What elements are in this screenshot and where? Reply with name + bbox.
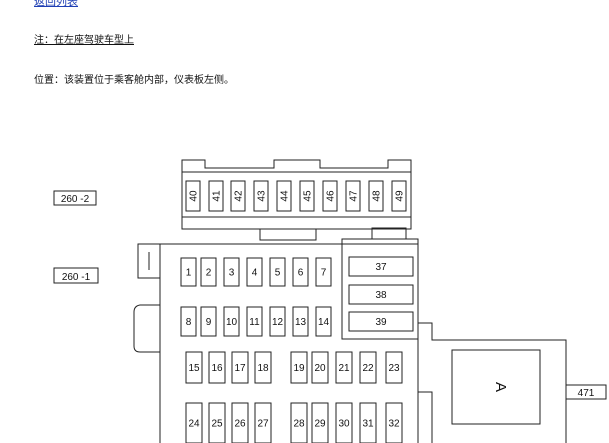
svg-text:38: 38 <box>375 290 387 301</box>
fuse-11: 11 <box>246 306 263 337</box>
svg-text:42: 42 <box>234 190 245 202</box>
fuse-24: 24 <box>185 402 203 443</box>
fuse-16: 16 <box>208 351 226 384</box>
svg-text:14: 14 <box>318 317 330 328</box>
fuse-46: 46 <box>322 180 338 212</box>
fuse-41: 41 <box>208 180 224 212</box>
svg-text:2: 2 <box>206 268 212 279</box>
svg-text:10: 10 <box>226 317 238 328</box>
fuse-19: 19 <box>290 351 308 384</box>
fuse-43: 43 <box>253 180 269 212</box>
svg-text:26: 26 <box>234 419 246 430</box>
svg-text:40: 40 <box>189 190 200 202</box>
connector-label-471: 471 <box>578 388 595 399</box>
fuse-13: 13 <box>292 306 309 337</box>
fuse-25: 25 <box>208 402 226 443</box>
svg-text:46: 46 <box>326 190 337 202</box>
fuse-15: 15 <box>185 351 203 384</box>
fuse-7: 7 <box>315 257 332 287</box>
svg-text:16: 16 <box>211 363 223 374</box>
svg-text:8: 8 <box>186 317 192 328</box>
fuse-30: 30 <box>335 402 353 443</box>
svg-text:1: 1 <box>186 268 192 279</box>
svg-text:11: 11 <box>249 317 260 328</box>
fuse-29: 29 <box>311 402 329 443</box>
svg-text:45: 45 <box>303 190 314 202</box>
fuse-31: 31 <box>359 402 377 443</box>
fuse-6: 6 <box>292 257 309 287</box>
svg-text:20: 20 <box>314 363 326 374</box>
fuse-10: 10 <box>223 306 240 337</box>
fuse-27: 27 <box>254 402 272 443</box>
fuse-17: 17 <box>231 351 249 384</box>
connector-label-260-1: 260 -1 <box>62 272 91 283</box>
fuse-32: 32 <box>385 402 403 443</box>
svg-text:31: 31 <box>362 419 374 430</box>
fuse-23: 23 <box>385 351 403 384</box>
note-text: 注：在左座驾驶车型上 <box>34 35 134 46</box>
relay-label-a: A <box>492 382 509 392</box>
fuse-12: 12 <box>269 306 286 337</box>
svg-text:49: 49 <box>395 190 406 202</box>
fuse-9: 9 <box>200 306 217 337</box>
fuse-21: 21 <box>335 351 353 384</box>
fuse-45: 45 <box>299 180 315 212</box>
svg-text:22: 22 <box>362 363 374 374</box>
fuse-4: 4 <box>246 257 263 287</box>
svg-text:18: 18 <box>257 363 269 374</box>
svg-text:37: 37 <box>375 262 387 273</box>
svg-text:30: 30 <box>338 419 350 430</box>
fuse-2: 2 <box>200 257 217 287</box>
svg-text:41: 41 <box>212 190 223 202</box>
svg-text:19: 19 <box>293 363 305 374</box>
svg-text:27: 27 <box>257 419 269 430</box>
fuse-49: 49 <box>391 180 407 212</box>
fuse-39: 39 <box>348 311 414 332</box>
fuse-26: 26 <box>231 402 249 443</box>
back-link[interactable]: 返回列表 <box>34 0 78 8</box>
svg-text:6: 6 <box>298 268 304 279</box>
fuse-40: 40 <box>185 180 201 212</box>
fuse-5: 5 <box>269 257 286 287</box>
svg-text:5: 5 <box>275 268 281 279</box>
svg-text:17: 17 <box>234 363 246 374</box>
svg-text:3: 3 <box>229 268 235 279</box>
location-text: 位置：该装置位于乘客舱内部，仪表板左侧。 <box>34 75 234 86</box>
svg-text:4: 4 <box>252 268 258 279</box>
svg-text:12: 12 <box>272 317 284 328</box>
fuse-37: 37 <box>348 256 414 277</box>
svg-text:15: 15 <box>188 363 200 374</box>
svg-text:23: 23 <box>388 363 400 374</box>
fuse-8: 8 <box>180 306 197 337</box>
fuse-28: 28 <box>290 402 308 443</box>
svg-text:7: 7 <box>321 268 327 279</box>
fuse-38: 38 <box>348 284 414 305</box>
fuse-3: 3 <box>223 257 240 287</box>
fuse-42: 42 <box>230 180 246 212</box>
svg-text:29: 29 <box>314 419 326 430</box>
svg-text:32: 32 <box>388 419 400 430</box>
svg-text:47: 47 <box>349 190 360 202</box>
svg-text:13: 13 <box>295 317 307 328</box>
connector-label-260-2: 260 -2 <box>61 194 90 205</box>
svg-text:44: 44 <box>280 190 291 202</box>
svg-text:25: 25 <box>211 419 223 430</box>
fuse-48: 48 <box>368 180 384 212</box>
svg-text:48: 48 <box>372 190 383 202</box>
svg-text:39: 39 <box>375 317 387 328</box>
fuse-44: 44 <box>276 180 292 212</box>
fuse-14: 14 <box>315 306 332 337</box>
svg-text:28: 28 <box>293 419 305 430</box>
fuse-47: 47 <box>345 180 361 212</box>
fuse-1: 1 <box>180 257 197 287</box>
fuse-20: 20 <box>311 351 329 384</box>
svg-text:21: 21 <box>338 363 350 374</box>
fuse-18: 18 <box>254 351 272 384</box>
svg-text:24: 24 <box>188 419 200 430</box>
fuse-22: 22 <box>359 351 377 384</box>
svg-text:43: 43 <box>257 190 268 202</box>
svg-text:9: 9 <box>206 317 212 328</box>
